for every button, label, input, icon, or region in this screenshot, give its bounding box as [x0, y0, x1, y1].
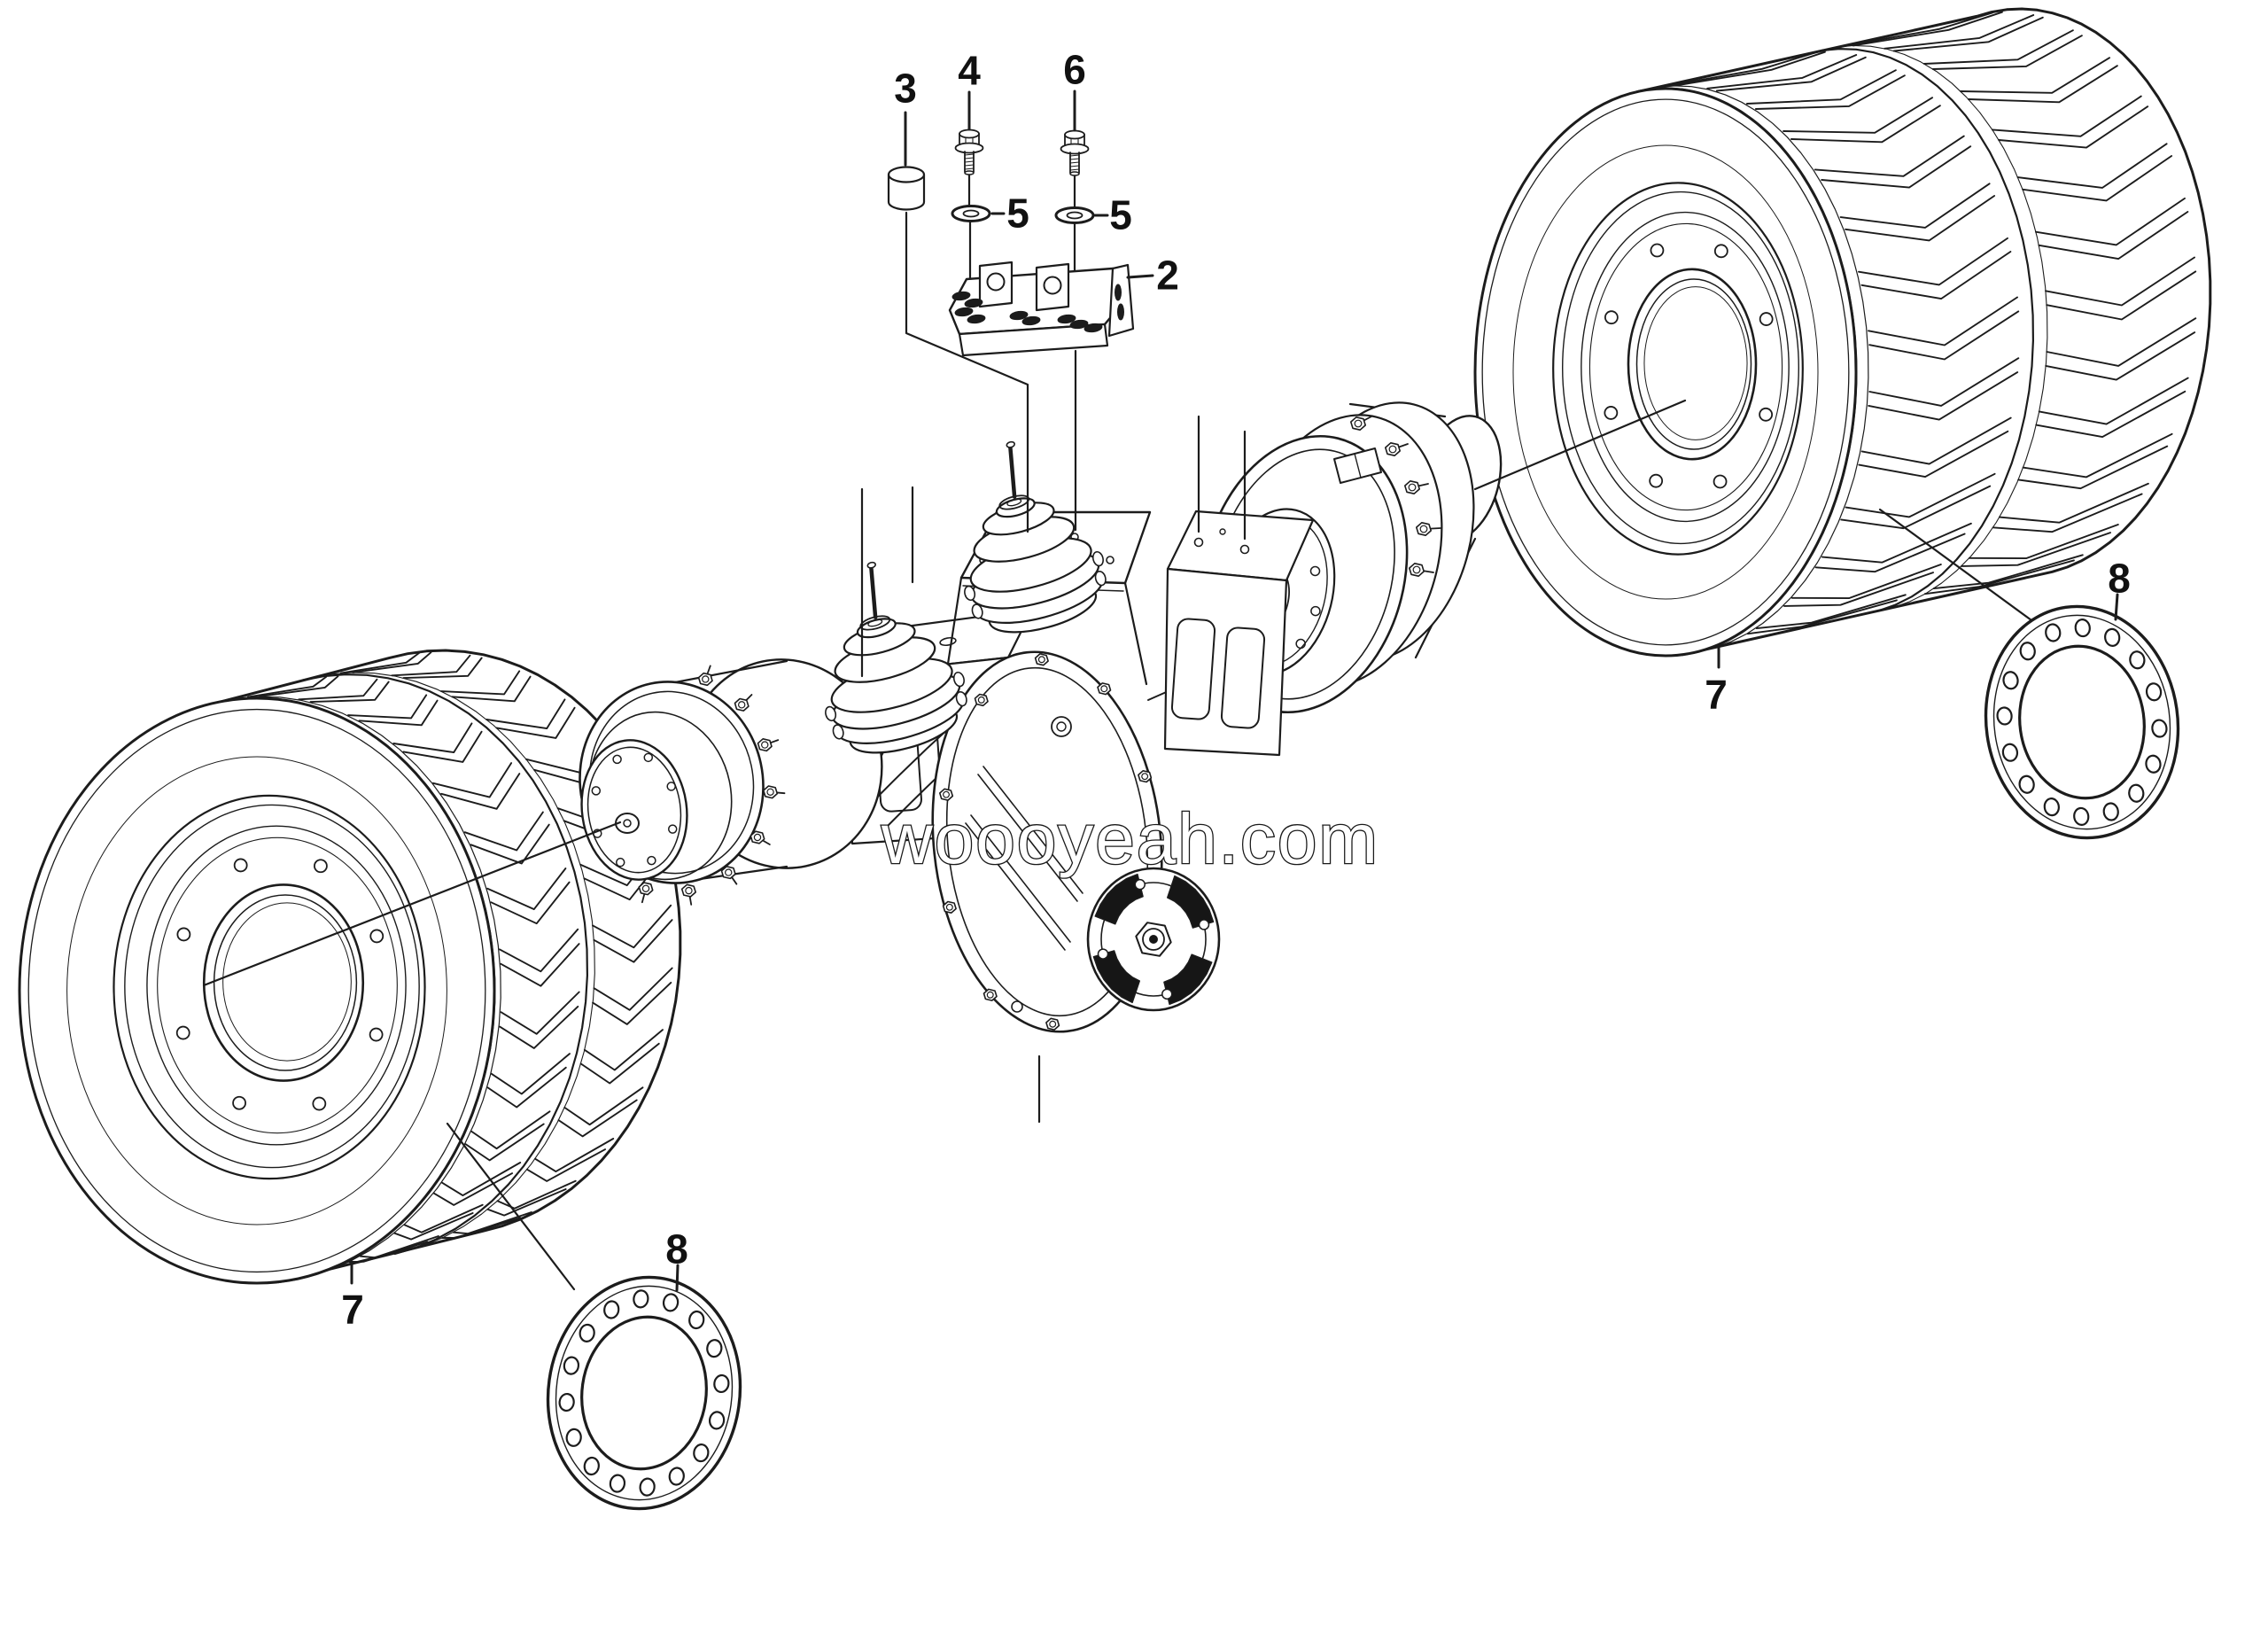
- left-ring-shim: [546, 1275, 742, 1511]
- callout-label: 7: [341, 1287, 364, 1333]
- callout-label: 3: [894, 66, 917, 112]
- callout-part-6: 6: [1063, 47, 1086, 132]
- callout-part-8: 8: [665, 1226, 688, 1292]
- flange-bolt-6: [1060, 129, 1090, 176]
- callout-part-5: 5: [1093, 192, 1132, 238]
- callout-label: 5: [1109, 192, 1132, 238]
- brake-chamber-center: [964, 440, 1107, 634]
- callout-label: 5: [1006, 191, 1029, 237]
- watermark-text: woooyeah.com: [881, 799, 1379, 878]
- dual-wheel-assemblies: [18, 7, 2212, 1285]
- callout-label: 2: [1156, 253, 1179, 299]
- drive-axle: [579, 401, 1503, 1033]
- callout-part-8: 8: [2108, 556, 2131, 621]
- callout-label: 4: [958, 48, 981, 94]
- callout-part-4: 4: [958, 48, 981, 131]
- axle-assembly: [579, 401, 1503, 1033]
- rear-right-dual-wheel: [1473, 7, 2212, 657]
- callout-label: 8: [2108, 556, 2131, 602]
- breather-cap: [887, 166, 926, 211]
- callout-part-5: 5: [990, 191, 1029, 237]
- mounting-bracket: [948, 261, 1135, 357]
- flange-bolt-4: [954, 128, 984, 175]
- leader-lines: [202, 172, 2033, 1291]
- callout-label: 6: [1063, 47, 1086, 93]
- right-ring-shim: [1984, 604, 2180, 840]
- rear-left-dual-wheel: [18, 649, 682, 1285]
- callout-label: 8: [665, 1226, 688, 1272]
- callout-part-7: 7: [341, 1260, 364, 1333]
- clamp-rings: [546, 604, 2180, 1511]
- callout-label: 7: [1705, 672, 1728, 718]
- washer-5-left: [951, 205, 991, 222]
- washer-5-right: [1054, 206, 1095, 224]
- fasteners-and-bracket: [887, 128, 1135, 357]
- callout-part-7: 7: [1705, 646, 1728, 718]
- brake-chamber-left: [825, 561, 967, 754]
- callout-part-2: 2: [1126, 253, 1179, 299]
- callout-part-3: 3: [894, 66, 917, 167]
